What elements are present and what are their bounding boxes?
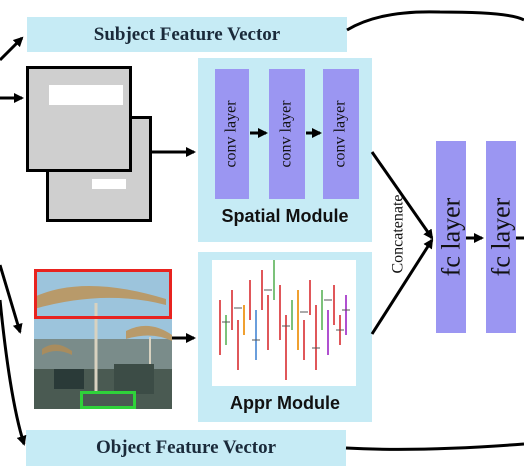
- subject-vector-curve: [346, 10, 524, 32]
- subject-mask-region: [49, 85, 123, 105]
- arrow-to-object-vector: [0, 299, 27, 446]
- conv-layer-1: conv layer: [215, 69, 249, 199]
- appr-module-title: Appr Module: [230, 393, 340, 413]
- concatenate-label-wrap: Concatenate: [349, 194, 449, 273]
- appr-module: Appr Module: [198, 252, 372, 422]
- object-feature-vector-label: Object Feature Vector: [95, 437, 277, 458]
- feature-map-glyphs: [219, 260, 350, 380]
- arrow-to-subject-vector: [0, 36, 24, 62]
- object-bounding-box: [80, 391, 136, 409]
- object-mask-region: [92, 179, 126, 189]
- fc-layer-2: fc layer: [486, 141, 516, 333]
- object-vector-curve: [345, 442, 524, 451]
- feature-strokes: [219, 260, 347, 380]
- fc-layer-1: fc layer: [436, 141, 466, 333]
- feature-ticks: [222, 289, 350, 349]
- subject-feature-vector-label: Subject Feature Vector: [93, 23, 281, 45]
- photo-scene: [34, 269, 172, 409]
- spatial-module: conv layer conv layer conv layer Spatial…: [198, 58, 372, 242]
- object-feature-vector: Object Feature Vector: [26, 430, 346, 466]
- subject-bounding-box: [34, 269, 172, 319]
- input-photo: [34, 269, 172, 409]
- conv-layer-2: conv layer: [269, 69, 305, 199]
- spatial-mask-front: [26, 66, 132, 172]
- appr-feature-map: [212, 260, 356, 386]
- arrow-to-photo: [0, 264, 23, 334]
- concatenate-label: Concatenate: [389, 194, 407, 274]
- conv-layer-3: conv layer: [323, 69, 359, 199]
- spatial-module-title: Spatial Module: [221, 206, 349, 226]
- subject-feature-vector: Subject Feature Vector: [27, 17, 347, 52]
